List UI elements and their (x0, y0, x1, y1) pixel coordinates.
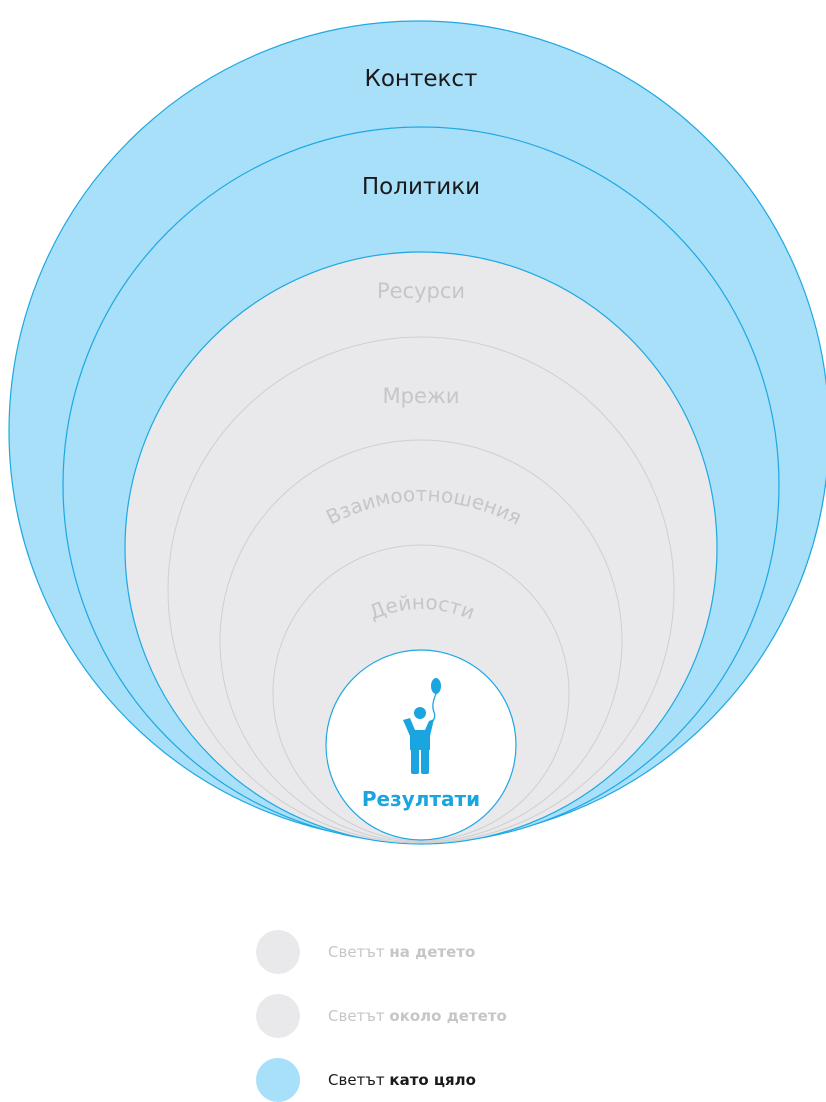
legend-swatch-gray (256, 930, 300, 974)
legend-item-world-as-whole: Светът като цяло (256, 1058, 656, 1102)
legend-item-child-world: Светът на детето (256, 930, 656, 974)
label-policies: Политики (362, 174, 480, 200)
legend-label: Светът на детето (328, 943, 476, 961)
legend-swatch-blue (256, 1058, 300, 1102)
legend-label: Светът около детето (328, 1007, 507, 1025)
label-networks: Мрежи (383, 384, 460, 408)
legend-item-around-child: Светът около детето (256, 994, 656, 1038)
legend-label: Светът като цяло (328, 1071, 476, 1089)
legend-swatch-gray (256, 994, 300, 1038)
child-with-balloon-icon (403, 678, 441, 774)
label-context: Контекст (365, 66, 478, 92)
label-resources: Ресурси (377, 279, 465, 303)
nested-circles-diagram: Контекст Политики Ресурси Мрежи Взаимоот… (8, 20, 826, 845)
label-results: Резултати (362, 787, 480, 811)
